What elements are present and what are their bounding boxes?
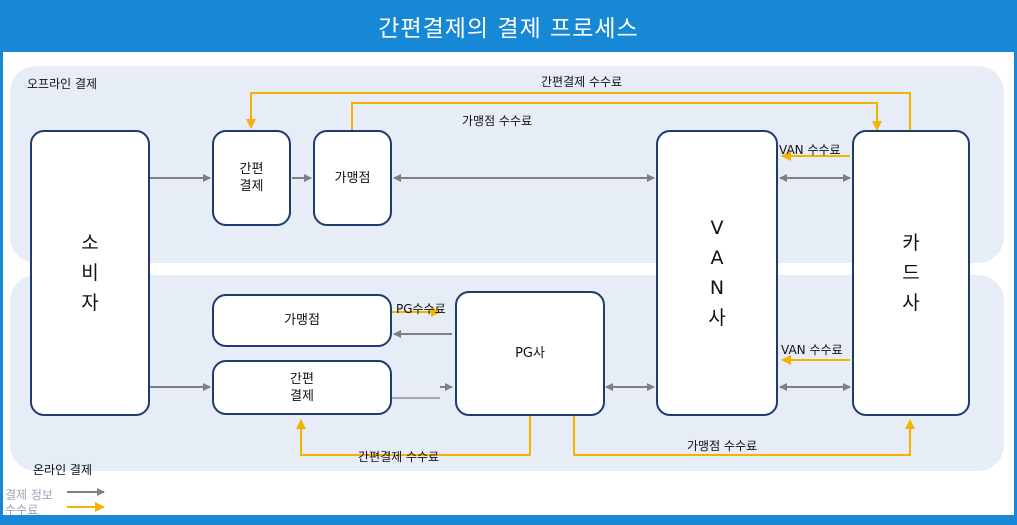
label-van-fee-bottom: VAN 수수료: [781, 343, 843, 357]
fee-card-to-offline-easypay: [246, 92, 911, 130]
card-company-node: 카 드 사: [852, 130, 970, 416]
label-pg-fee: PG수수료: [396, 302, 446, 316]
legend-info-label: 결제 정보: [5, 488, 53, 502]
fee-pg-to-card: [573, 416, 915, 456]
frame-left: [0, 52, 3, 517]
fee-offline-merchant-to-card: [351, 102, 882, 131]
page-title: 간편결제의 결제 프로세스: [0, 0, 1017, 52]
offline-merchant-node: 가맹점: [313, 130, 392, 226]
legend-fee-label: 수수료: [5, 503, 39, 517]
online-merchant-node: 가맹점: [212, 294, 392, 347]
frame-right: [1014, 52, 1017, 517]
online-easypay-node: 간편 결제: [212, 360, 392, 415]
label-bottom-easypay-fee: 간편결제 수수료: [358, 450, 440, 464]
online-region-label: 온라인 결제: [33, 463, 93, 477]
label-bottom-merchant-fee: 가맹점 수수료: [687, 439, 758, 453]
offline-region: [10, 66, 1004, 263]
van-node: V A N 사: [656, 130, 778, 416]
frame-bottom: [0, 515, 1017, 525]
offline-region-label: 오프라인 결제: [27, 77, 98, 91]
offline-easypay-node: 간편 결제: [212, 130, 291, 226]
label-top-easypay-fee: 간편결제 수수료: [541, 75, 623, 89]
fee-pg-to-online-easypay: [296, 416, 531, 456]
label-van-fee-top: VAN 수수료: [779, 143, 841, 157]
label-top-merchant-fee: 가맹점 수수료: [462, 114, 533, 128]
pg-node: PG사: [455, 291, 605, 416]
consumer-node: 소 비 자: [30, 130, 150, 416]
